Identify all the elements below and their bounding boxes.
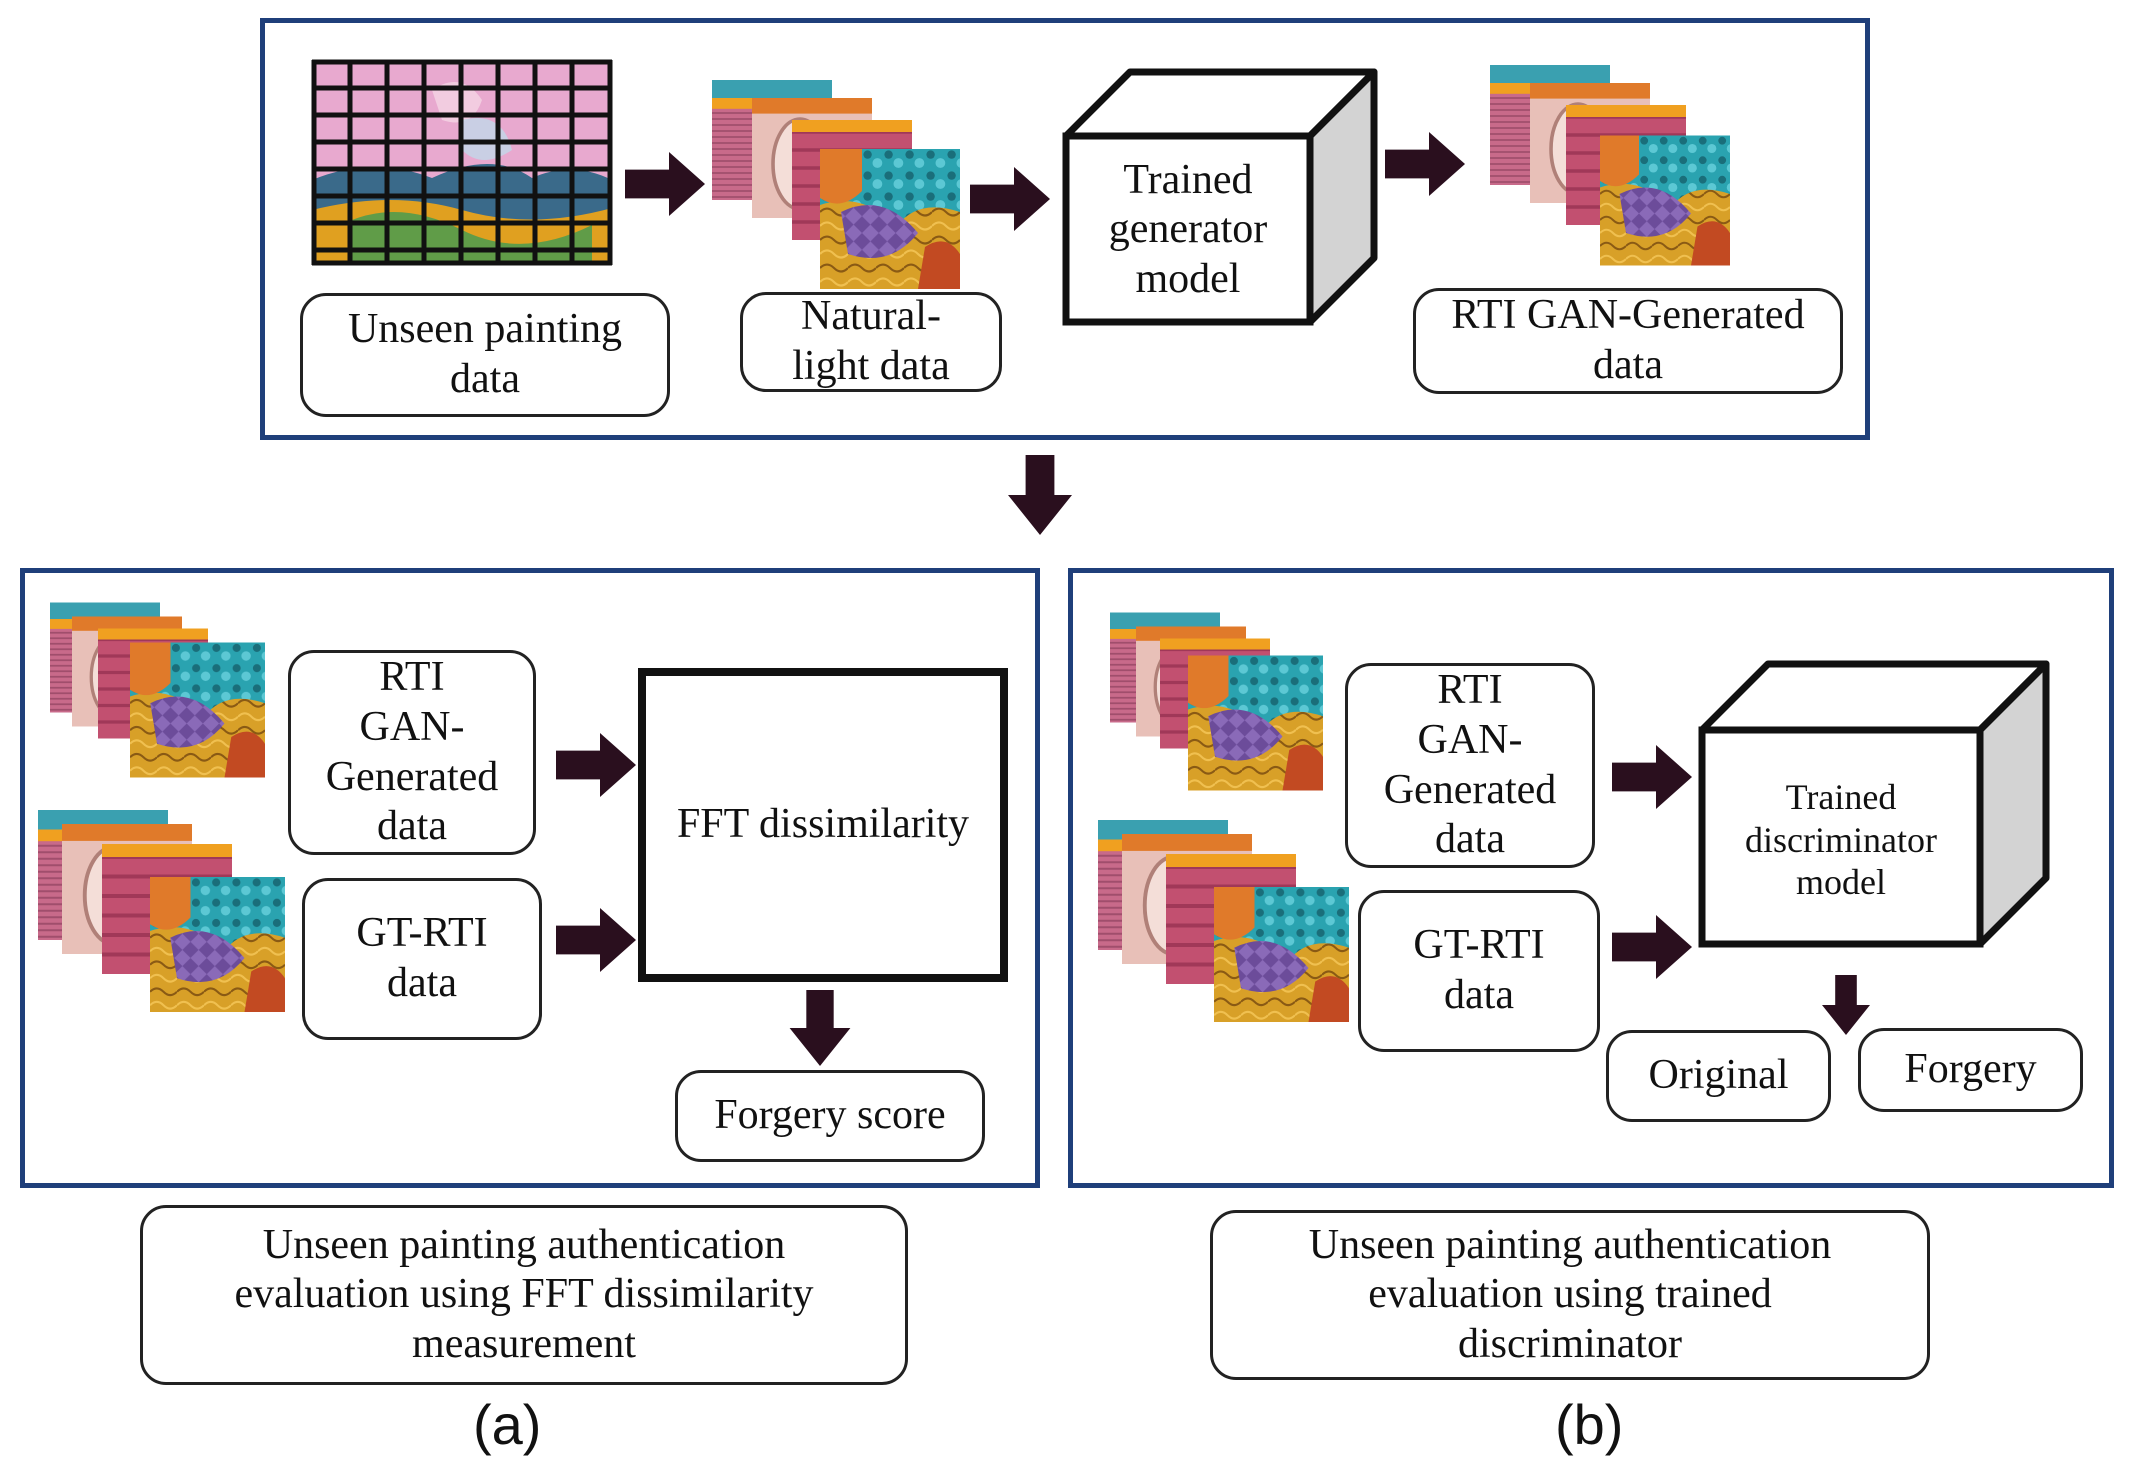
rti-gan-generated-data-label: RTI GAN-Generated data	[1413, 288, 1843, 394]
fft-evaluation-panel	[20, 568, 1040, 1188]
generation-panel	[260, 18, 1870, 440]
fft-evaluation-caption: Unseen painting authentication evaluatio…	[140, 1205, 908, 1385]
arrow-right-icon	[970, 167, 1050, 231]
original-label: Original	[1606, 1030, 1831, 1122]
discriminator-evaluation-caption: Unseen painting authentication evaluatio…	[1210, 1210, 1930, 1380]
arrow-down-icon	[1822, 975, 1870, 1035]
fft-dissimilarity-box: FFT dissimilarity	[638, 668, 1008, 982]
arrow-right-icon	[1385, 132, 1465, 196]
arrow-down-icon	[1008, 455, 1072, 535]
rti-gan-generated-image-stack	[50, 602, 265, 778]
discriminator-model-label: Trained discriminator model	[1745, 777, 1937, 903]
arrow-down-icon	[789, 990, 851, 1066]
forgery-label: Forgery	[1858, 1028, 2083, 1112]
gt-rti-data-label: GT-RTI data	[302, 878, 542, 1040]
gt-rti-image-stack	[38, 810, 285, 1012]
rti-gan-generated-image-stack	[1110, 612, 1323, 791]
unseen-painting-grid-image	[311, 59, 613, 266]
forgery-score-label: Forgery score	[675, 1070, 985, 1162]
unseen-painting-data-label: Unseen painting data	[300, 293, 670, 417]
arrow-right-icon	[1612, 745, 1692, 809]
discriminator-cube	[1698, 660, 2050, 948]
arrow-right-icon	[625, 152, 705, 216]
natural-light-image-stack	[712, 80, 960, 289]
discriminator-evaluation-panel	[1068, 568, 2114, 1188]
generator-model-label: Trained generator model	[1108, 156, 1268, 302]
rti-gan-generated-data-label: RTI GAN- Generated data	[1345, 663, 1595, 868]
arrow-right-icon	[556, 733, 636, 797]
rti-generated-image-stack	[1490, 65, 1730, 266]
panel-a-letter: (a)	[473, 1393, 542, 1456]
panel-b-letter: (b)	[1555, 1393, 1624, 1456]
gt-rti-image-stack	[1098, 820, 1349, 1022]
natural-light-data-label: Natural- light data	[740, 292, 1002, 392]
arrow-right-icon	[1612, 915, 1692, 979]
generator-cube	[1062, 68, 1378, 326]
rti-gan-generated-data-label: RTI GAN- Generated data	[288, 650, 536, 855]
gt-rti-data-label: GT-RTI data	[1358, 890, 1600, 1052]
arrow-right-icon	[556, 908, 636, 972]
